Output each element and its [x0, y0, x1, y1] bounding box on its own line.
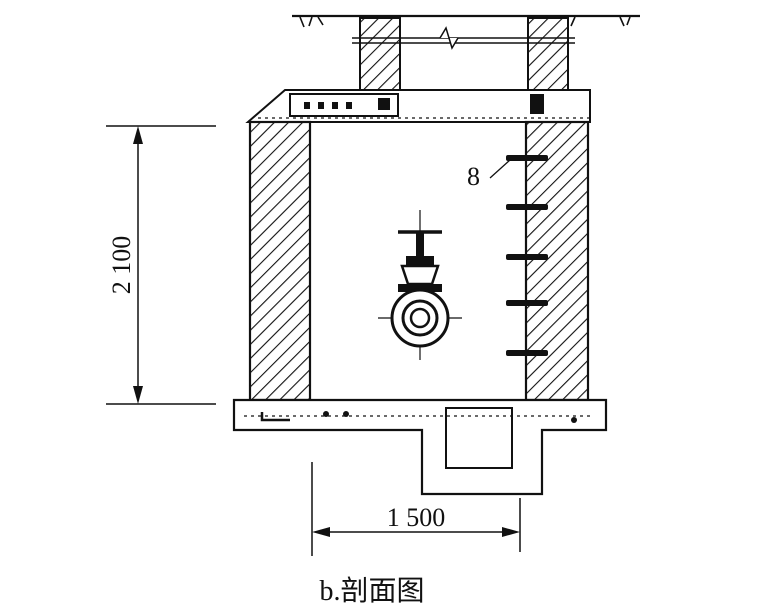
base-slab	[232, 398, 608, 496]
ground-surface	[292, 14, 640, 28]
dimension-width-label: 1 500	[387, 503, 446, 532]
riser-walls	[352, 17, 575, 91]
callout-leader	[489, 159, 511, 179]
dimension-width	[311, 462, 521, 556]
figure-caption: b.剖面图	[319, 575, 424, 607]
cover-slab	[245, 89, 591, 123]
dimension-height-label: 2 100	[107, 236, 136, 295]
dimension-height	[106, 125, 216, 405]
ladder-rungs	[506, 155, 548, 356]
gate-valve	[378, 210, 462, 360]
callout-label-8: 8	[467, 162, 480, 191]
